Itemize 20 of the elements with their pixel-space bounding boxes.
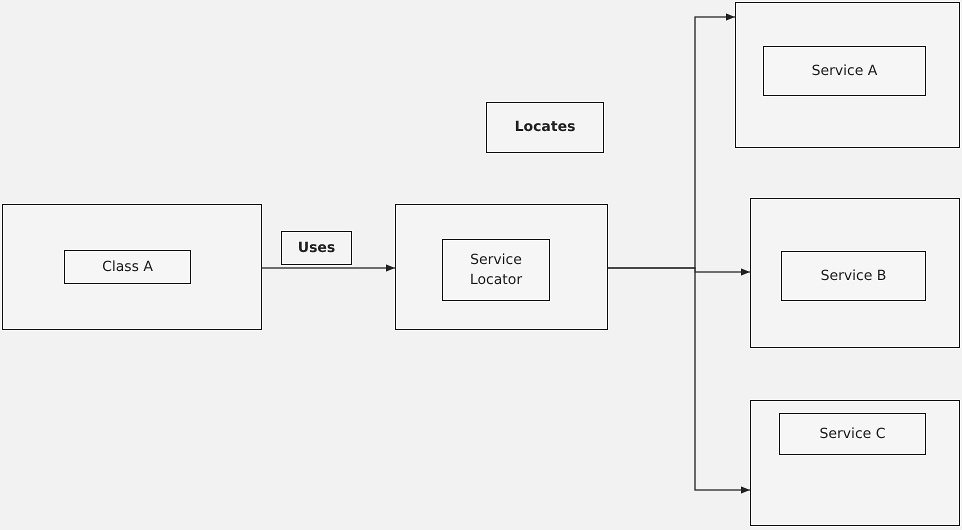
component-box [735,2,960,148]
label-box [781,251,926,301]
label-box [486,102,604,153]
component-box [750,400,960,526]
label-box [64,250,191,284]
label-box [442,239,550,301]
component-box [395,204,608,330]
node-text: Locates [514,118,576,138]
arrow [608,267,750,494]
component-box [750,198,960,348]
component-box [2,204,262,330]
node-text: Service B [820,266,888,286]
label-box [763,46,926,96]
node-text: Service Locator [468,250,524,290]
edge-label: Uses [281,231,352,265]
arrow [262,264,395,272]
node-text: Service A [810,62,878,81]
node-text: Class A [101,258,154,277]
node-text: Service C [818,424,886,444]
label-box [779,413,926,455]
